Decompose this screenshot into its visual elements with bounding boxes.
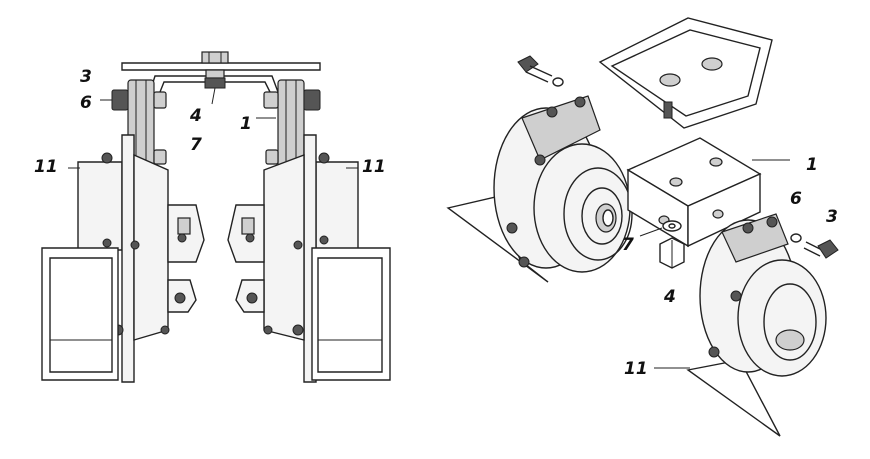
left-horn (41, 79, 205, 383)
callout-1-front: 1 (240, 114, 252, 134)
exploded-bracket (626, 137, 790, 248)
exploded-view: 1 6 3 7 4 11 (446, 17, 839, 437)
callout-6-exploded: 6 (790, 189, 802, 209)
mounting-plate (121, 51, 321, 71)
callout-7-exploded: 7 (622, 235, 634, 255)
exploded-mounting-plate (598, 17, 773, 129)
upper-bolt (517, 55, 564, 87)
callout-7-front: 7 (190, 135, 202, 155)
callout-11-exploded: 11 (624, 359, 648, 379)
callout-11-front-right: 11 (362, 157, 386, 177)
exploded-horn-lower (686, 213, 827, 437)
lower-bolt (790, 233, 839, 259)
callout-3-exploded: 3 (826, 207, 838, 227)
right-horn (227, 79, 391, 383)
callout-11-front-left: 11 (34, 157, 58, 177)
callout-3-front: 3 (80, 67, 92, 87)
callout-6-front: 6 (80, 93, 92, 113)
callout-4-front: 4 (189, 106, 202, 126)
exploded-horn-upper (446, 95, 633, 283)
exploded-washer-nut (639, 220, 685, 269)
front-view: 3 6 4 7 1 11 11 (34, 51, 391, 383)
front-leaders (68, 99, 358, 169)
bracket (149, 69, 279, 105)
callout-4-exploded: 4 (663, 287, 676, 307)
callout-1-exploded: 1 (806, 155, 818, 175)
